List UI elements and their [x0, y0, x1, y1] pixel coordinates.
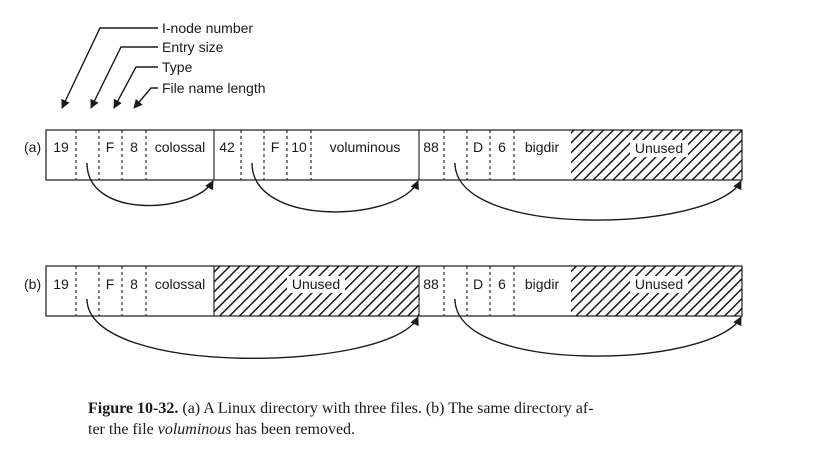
file-name: voluminous	[330, 139, 401, 155]
legend	[61, 27, 158, 109]
inode-number: 88	[423, 276, 439, 292]
inode-number: 42	[219, 139, 235, 155]
caption-text: has been removed.	[231, 421, 356, 438]
figure-caption: Figure 10-32. (a) A Linux directory with…	[88, 398, 788, 440]
unused-label-bg	[630, 276, 688, 293]
link-arrow	[251, 162, 419, 213]
figure-label: Figure 10-32.	[88, 400, 179, 417]
caption-italic-word: voluminous	[157, 421, 232, 438]
legend-arrow-inode	[61, 27, 158, 109]
file-name: bigdir	[525, 276, 560, 292]
file-name: colossal	[155, 139, 206, 155]
unused-label: Unused	[292, 276, 340, 292]
name-length: 8	[130, 276, 138, 292]
row-border	[45, 129, 743, 181]
row-border	[45, 265, 743, 317]
unused-label-bg	[630, 140, 688, 157]
row-b: (b) 19 F 8 colossal 88 D 6 bigdir Unus	[24, 265, 743, 359]
link-arrow	[454, 162, 742, 221]
legend-label-inode: I-node number	[162, 20, 253, 36]
caption-text: ter the file	[88, 421, 158, 438]
entry-type: D	[473, 276, 483, 292]
link-arrow	[454, 298, 742, 357]
name-length: 10	[291, 139, 307, 155]
legend-arrow-entry-size	[90, 46, 158, 109]
name-length: 6	[498, 276, 506, 292]
legend-label-entry-size: Entry size	[162, 39, 224, 55]
inode-number: 19	[53, 139, 69, 155]
link-arrow	[86, 298, 419, 359]
caption-text: (a) A Linux directory with three files. …	[182, 400, 594, 417]
row-a: (a) 19 F 8 colossal 42 F 10 v	[24, 129, 743, 221]
inode-number: 19	[53, 276, 69, 292]
unused-label: Unused	[635, 276, 683, 292]
legend-arrow-name-length	[133, 87, 158, 109]
entry-type: F	[271, 139, 280, 155]
entry-type: F	[106, 139, 115, 155]
file-name: colossal	[155, 276, 206, 292]
inode-number: 88	[423, 139, 439, 155]
entry-type: F	[106, 276, 115, 292]
unused-label: Unused	[635, 140, 683, 156]
link-arrow	[86, 162, 214, 207]
unused-label-bg	[287, 276, 345, 293]
row-label: (b)	[24, 276, 41, 292]
legend-arrow-type	[113, 66, 158, 109]
row-label: (a)	[24, 139, 41, 155]
file-name: bigdir	[525, 139, 560, 155]
legend-label-name-length: File name length	[162, 80, 266, 96]
entry-type: D	[473, 139, 483, 155]
directory-diagram: I-node number Entry size Type File name …	[24, 20, 743, 359]
name-length: 6	[498, 139, 506, 155]
name-length: 8	[130, 139, 138, 155]
legend-label-type: Type	[162, 59, 193, 75]
